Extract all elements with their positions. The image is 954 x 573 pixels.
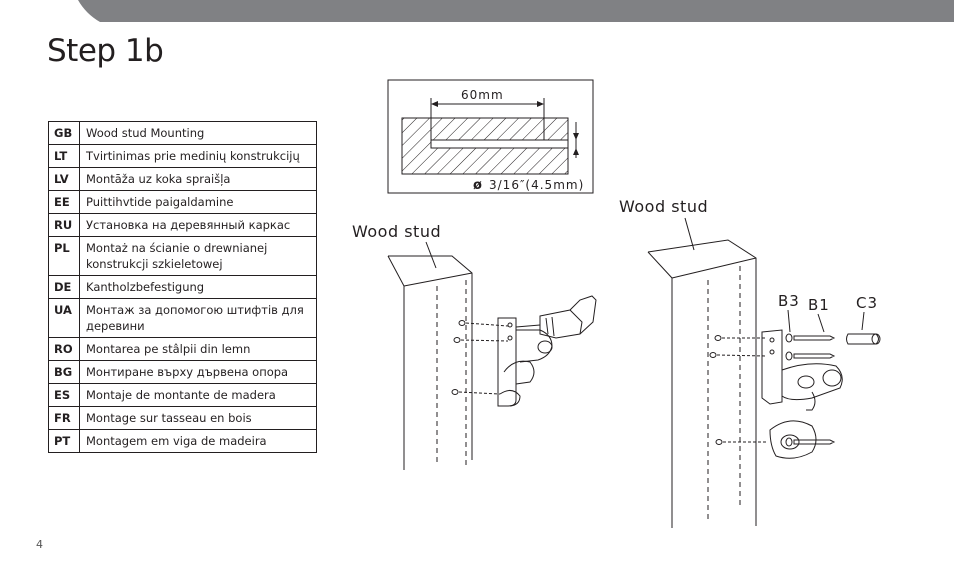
language-text: Установка на деревянный каркас: [79, 213, 317, 237]
language-code: EE: [48, 190, 80, 214]
page-number: 4: [36, 538, 43, 551]
language-text: Wood stud Mounting: [79, 121, 317, 145]
language-text: Puittihvtide paigaldamine: [79, 190, 317, 214]
language-code: BG: [48, 360, 80, 384]
language-text: Montarea pe stâlpii din lemn: [79, 337, 317, 361]
diameter-symbol: ø: [473, 178, 482, 193]
header-band: [78, 0, 954, 22]
page-title: Step 1b: [47, 33, 164, 69]
language-code: FR: [48, 406, 80, 430]
wood-stud-label-left: Wood stud: [352, 222, 441, 241]
language-code: PL: [48, 236, 80, 276]
language-text: Montaje de montante de madera: [79, 383, 317, 407]
part-c3-label: C3: [856, 294, 878, 312]
language-code: RU: [48, 213, 80, 237]
language-text: Монтаж за допомогою штифтів для деревини: [79, 298, 317, 338]
language-text: Montagem em viga de madeira: [79, 429, 317, 453]
language-text: Montage sur tasseau en bois: [79, 406, 317, 430]
language-text: Montaż na ścianie o drewnianej konstrukc…: [79, 236, 317, 276]
language-code: PT: [48, 429, 80, 453]
part-b1-label: B1: [808, 296, 830, 314]
language-code: RO: [48, 337, 80, 361]
drill-hole-diagram: 60mm ø 3/16″(4.5mm): [387, 79, 594, 194]
language-code: LV: [48, 167, 80, 191]
language-text: Tvirtinimas prie medinių konstrukcijų: [79, 144, 317, 168]
figure-left: Wood stud: [352, 222, 597, 470]
part-b3-label: B3: [778, 292, 800, 310]
language-text: Kantholzbefestigung: [79, 275, 317, 299]
language-code: GB: [48, 121, 80, 145]
drill-diameter-label: 3/16″(4.5mm): [489, 178, 584, 192]
language-code: UA: [48, 298, 80, 338]
figure-right: Wood stud B3 B1: [619, 197, 881, 528]
language-text: Монтиране върху дървена опора: [79, 360, 317, 384]
wood-stud-label-right: Wood stud: [619, 197, 708, 216]
language-text: Montāža uz koka spraišļa: [79, 167, 317, 191]
drill-depth-label: 60mm: [461, 88, 504, 102]
language-code: LT: [48, 144, 80, 168]
language-code: ES: [48, 383, 80, 407]
language-code: DE: [48, 275, 80, 299]
